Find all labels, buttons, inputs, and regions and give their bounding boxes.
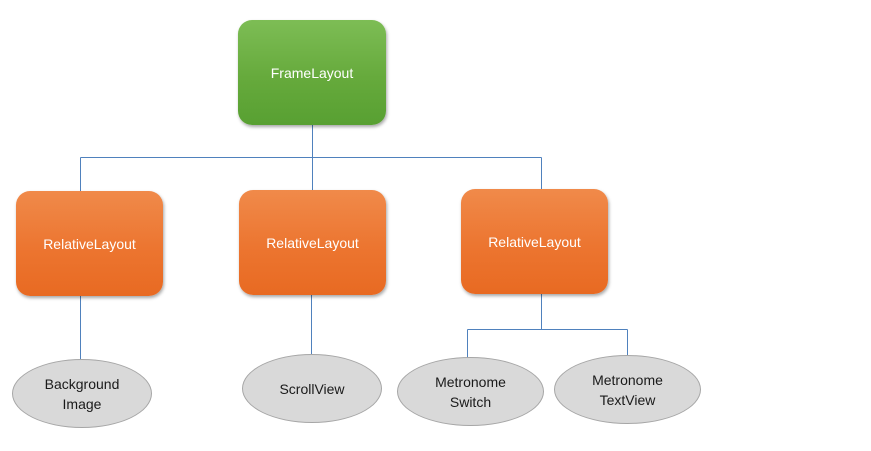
leaf-node-label: ScrollView <box>279 380 345 397</box>
root-node-framelayout: FrameLayout <box>238 20 386 125</box>
container-node-2: RelativeLayout <box>239 190 386 295</box>
leaf-node-label: Background Image <box>44 375 120 412</box>
container-node-3: RelativeLayout <box>461 189 608 294</box>
leaf-node-label: Metronome TextView <box>592 371 663 408</box>
leaf-node-metronome-textview: Metronome TextView <box>554 355 701 424</box>
leaf-node-label: Metronome Switch <box>435 373 506 410</box>
root-node-label: FrameLayout <box>270 64 354 81</box>
container-node-label: RelativeLayout <box>266 234 359 251</box>
container-node-label: RelativeLayout <box>43 235 136 252</box>
leaf-node-background-image: Background Image <box>12 359 152 428</box>
container-node-1: RelativeLayout <box>16 191 163 296</box>
leaf-node-scrollview: ScrollView <box>242 354 382 423</box>
leaf-node-metronome-switch: Metronome Switch <box>397 357 544 426</box>
container-node-label: RelativeLayout <box>488 233 581 250</box>
